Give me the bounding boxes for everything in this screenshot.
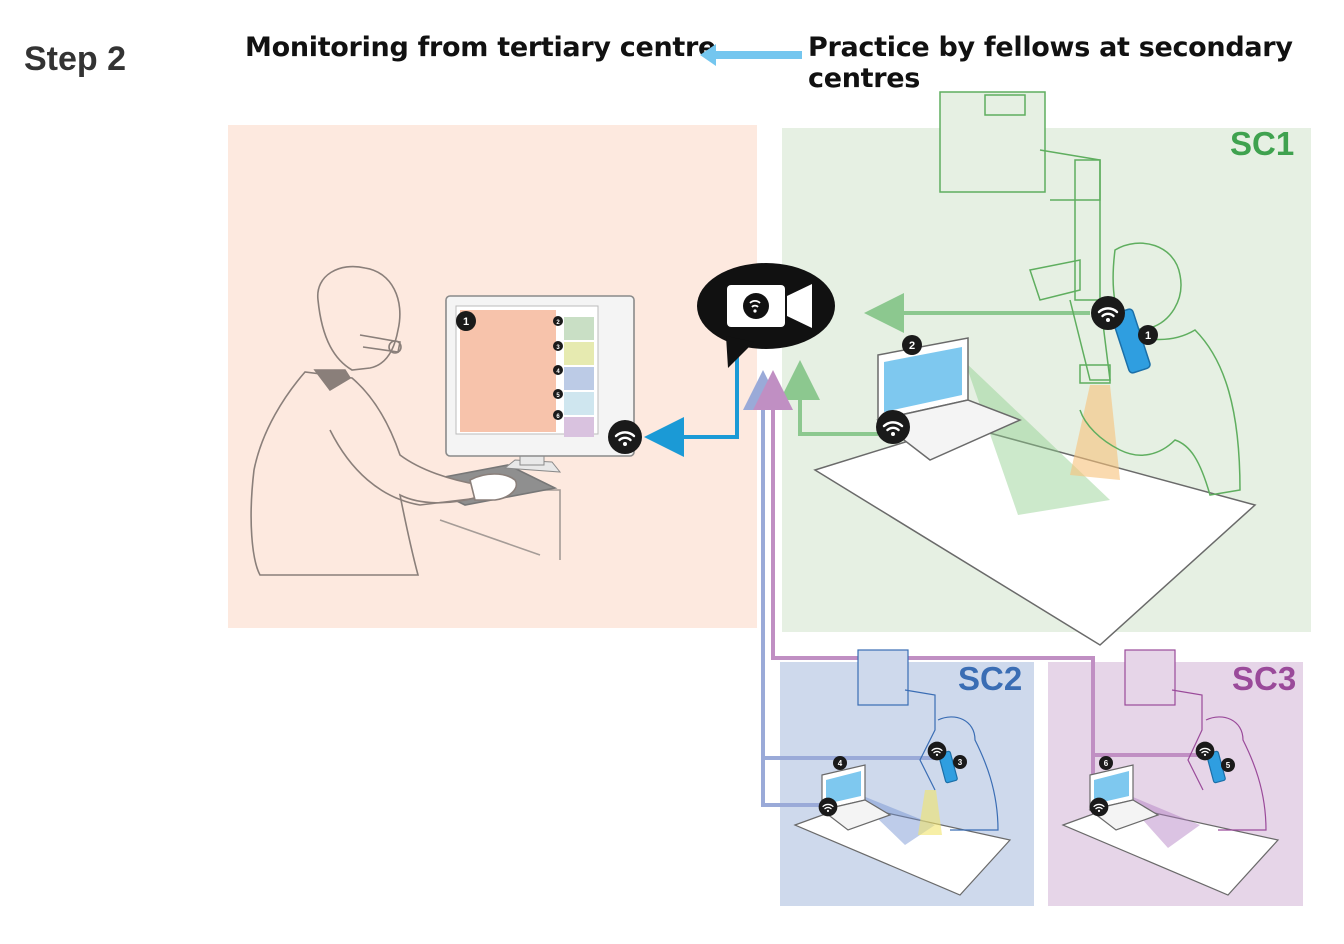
monitor-badge-4: 4 [553,365,563,375]
monitor-feed-6 [564,417,594,437]
header-monitoring-text: Monitoring from tertiary centre [245,32,717,63]
header-practice-text: Practice by fellows at secondary centres [808,32,1293,94]
sc2-phone-badge: 3 [953,755,967,769]
monitor-badge-1: 1 [456,311,476,331]
step-title: Step 2 [24,40,127,78]
monitor-badge-6: 6 [553,410,563,420]
tertiary-monitor-scene [250,265,561,576]
svg-text:6: 6 [556,414,560,420]
sc2-link [763,378,935,807]
sc3-phone-wifi-icon [1194,740,1216,762]
monitor-feed-5 [564,392,594,415]
sc3-label: SC3 [1232,660,1297,697]
sc1-scene [813,91,1257,646]
sc2-microscope-icon [857,649,909,706]
svg-text:3: 3 [556,345,560,351]
monitor-badge-5: 5 [553,389,563,399]
sc3-laptop-wifi-icon [1088,796,1110,818]
sc2-label: SC2 [958,660,1023,697]
sc1-laptop-badge: 2 [902,335,922,355]
svg-text:1: 1 [1145,330,1151,342]
sc1-label: SC1 [1230,125,1295,162]
svg-text:3: 3 [958,758,963,767]
svg-text:5: 5 [1226,761,1231,770]
sc2-phone-wifi-icon [926,740,948,762]
video-camera-icon [697,263,835,368]
sc1-laptop-link [780,360,878,436]
sc3-phone-badge: 5 [1221,758,1235,772]
monitor-badge-3: 3 [553,341,563,351]
sc1-phone-wifi-icon [1089,294,1127,332]
svg-text:2: 2 [556,320,560,326]
sc1-laptop-wifi-icon [874,408,912,446]
monitor-feed-2 [564,317,594,340]
sc2-laptop-wifi-icon [817,796,839,818]
monitor-wifi-icon [606,418,644,456]
svg-text:2: 2 [909,340,915,352]
monitor-feed-4 [564,367,594,390]
monitor-badge-2: 2 [553,316,563,326]
monitor-main-feed [460,310,556,432]
sc3-laptop-badge: 6 [1099,756,1113,770]
microscope-icon [939,91,1046,193]
header-direction-arrow [700,44,802,66]
sc2-scene [793,649,1012,896]
svg-text:4: 4 [556,369,560,375]
monitor-icon [445,295,635,473]
svg-text:4: 4 [838,759,843,768]
hub-to-monitor-link [644,352,739,457]
svg-text:1: 1 [463,316,469,328]
monitor-feed-3 [564,342,594,365]
svg-text:5: 5 [556,393,560,399]
sc1-phone-badge: 1 [1138,325,1158,345]
sc3-microscope-icon [1124,649,1176,706]
sc2-laptop-badge: 4 [833,756,847,770]
svg-text:6: 6 [1104,759,1109,768]
